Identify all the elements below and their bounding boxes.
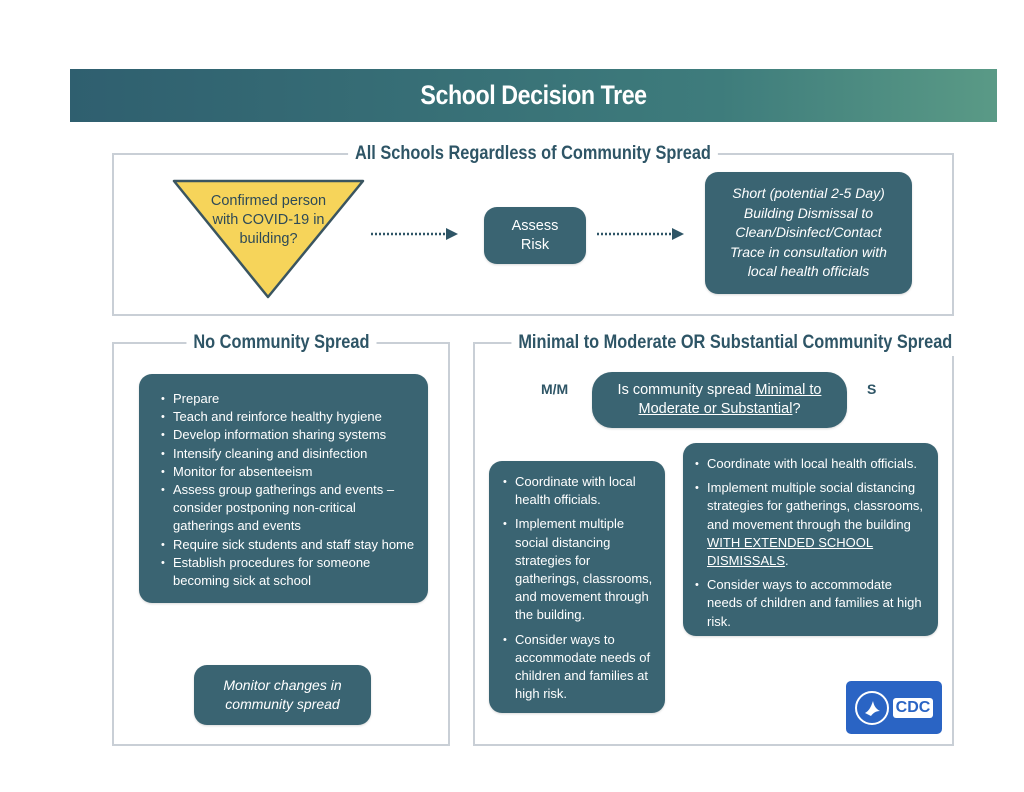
hhs-eagle-glyph: [864, 700, 880, 716]
list-item: Monitor for absenteeism: [161, 463, 418, 481]
dismissal-box: Short (potential 2-5 Day) Building Dismi…: [705, 172, 912, 294]
title-banner: School Decision Tree: [70, 69, 997, 122]
prepare-box: Prepare Teach and reinforce healthy hygi…: [139, 374, 428, 603]
mm-box: Coordinate with local health officials. …: [489, 461, 665, 713]
list-item: Coordinate with local health officials.: [503, 473, 657, 509]
arrowhead-dismissal: [672, 228, 684, 240]
list-item: Implement multiple social distancing str…: [503, 515, 657, 624]
list-item: Implement multiple social distancing str…: [695, 479, 930, 570]
s-box: Coordinate with local health officials. …: [683, 443, 938, 636]
cdc-logo: CDC: [846, 681, 942, 734]
question-text: Is community spread Minimal to Moderate …: [617, 382, 822, 417]
hhs-eagle-icon: [854, 690, 889, 725]
list-item: Consider ways to accommodate needs of ch…: [695, 576, 930, 631]
cdc-wordmark: CDC: [892, 697, 934, 718]
decision-triangle: [172, 179, 365, 299]
list-item: Assess group gatherings and events – con…: [161, 481, 418, 536]
label-s: S: [867, 381, 877, 397]
assess-risk-box: Assess Risk: [484, 207, 586, 264]
question-box: Is community spread Minimal to Moderate …: [592, 372, 847, 428]
question-link: Minimal to Moderate or Substantial: [638, 382, 822, 417]
spread-title: Minimal to Moderate OR Substantial Commu…: [511, 330, 960, 356]
list-item: Develop information sharing systems: [161, 426, 418, 444]
prepare-list: Prepare Teach and reinforce healthy hygi…: [161, 390, 418, 590]
top-panel-title: All Schools Regardless of Community Spre…: [348, 141, 718, 167]
monitor-box: Monitor changes in community spread: [194, 665, 371, 725]
list-item: Establish procedures for someone becomin…: [161, 554, 418, 590]
list-item: Coordinate with local health officials.: [695, 455, 930, 473]
list-item: Require sick students and staff stay hom…: [161, 536, 418, 554]
page-title: School Decision Tree: [420, 80, 647, 110]
list-item: Teach and reinforce healthy hygiene: [161, 408, 418, 426]
label-mm: M/M: [541, 381, 569, 397]
list-item: Intensify cleaning and disinfection: [161, 445, 418, 463]
s-list: Coordinate with local health officials. …: [695, 455, 930, 631]
mm-list: Coordinate with local health officials. …: [503, 473, 657, 703]
no-spread-title: No Community Spread: [186, 330, 376, 356]
list-item: Prepare: [161, 390, 418, 408]
list-item: Consider ways to accommodate needs of ch…: [503, 631, 657, 704]
extended-dismissals-emphasis: WITH EXTENDED SCHOOL DISMISSALS: [707, 534, 874, 569]
decision-text: Confirmed person with COVID-19 in buildi…: [210, 193, 327, 247]
arrowhead-assess: [446, 228, 458, 240]
